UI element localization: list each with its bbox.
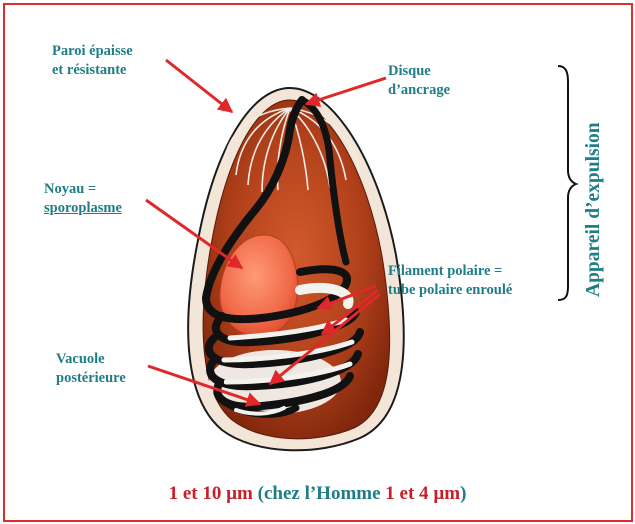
size-caption-close: ) <box>460 483 466 504</box>
expulsion-brace <box>558 66 576 300</box>
size-caption: 1 et 10 µm (chez l’Homme 1 et 4 µm) <box>0 483 635 505</box>
size-unit-2: µm <box>433 483 460 504</box>
label-disque: Disque d’ancrage <box>388 62 450 100</box>
size-caption-human-prefix: (chez l’Homme <box>253 483 385 504</box>
label-noyau-line2: sporoplasme <box>44 199 122 218</box>
side-title-appareil: Appareil d’expulsion <box>583 122 605 297</box>
label-noyau: Noyau = sporoplasme <box>44 180 122 218</box>
arrow-disque <box>306 78 386 104</box>
label-filament: Filament polaire = tube polaire enroulé <box>388 262 512 300</box>
label-disque-line2: d’ancrage <box>388 81 450 100</box>
size-range-general: 1 et 10 <box>169 483 222 504</box>
size-unit-1: µm <box>226 483 253 504</box>
label-filament-line2: tube polaire enroulé <box>388 281 512 300</box>
arrow-paroi <box>166 60 232 112</box>
label-vacuole-line1: Vacuole <box>56 350 126 369</box>
label-paroi-line1: Paroi épaisse <box>52 42 133 61</box>
label-paroi: Paroi épaisse et résistante <box>52 42 133 80</box>
label-noyau-line1: Noyau = <box>44 180 122 199</box>
label-vacuole: Vacuole postérieure <box>56 350 126 388</box>
size-range-human: 1 et 4 <box>385 483 428 504</box>
label-disque-line1: Disque <box>388 62 450 81</box>
label-vacuole-line2: postérieure <box>56 369 126 388</box>
label-paroi-line2: et résistante <box>52 61 133 80</box>
label-filament-line1: Filament polaire = <box>388 262 512 281</box>
